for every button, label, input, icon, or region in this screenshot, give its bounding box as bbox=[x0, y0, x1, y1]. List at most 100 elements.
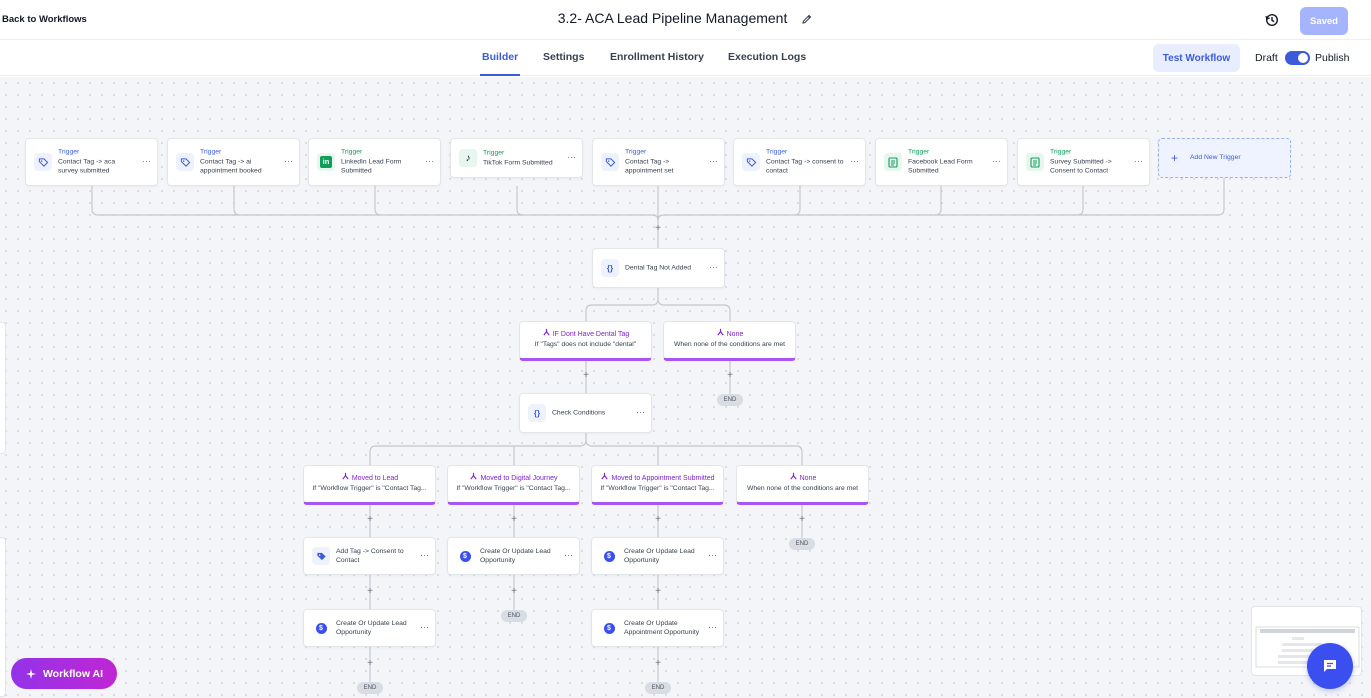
branch-node[interactable]: IF Dont Have Dental Tag If "Tags" does n… bbox=[519, 321, 652, 361]
more-options-icon[interactable]: ··· bbox=[850, 156, 859, 166]
action-label: Create Or Update Appointment Opportunity bbox=[624, 619, 700, 636]
more-options-icon[interactable]: ··· bbox=[142, 156, 151, 166]
left-panel-handle[interactable] bbox=[0, 537, 6, 697]
end-marker: END bbox=[357, 682, 383, 694]
tab-settings[interactable]: Settings bbox=[543, 51, 585, 63]
branch-node[interactable]: Moved to Digital Journey If "Workflow Tr… bbox=[447, 465, 580, 505]
action-node-opportunity[interactable]: $ Create Or Update Lead Opportunity ··· bbox=[447, 537, 580, 575]
dollar-icon: $ bbox=[600, 619, 618, 637]
condition-label: Check Conditions bbox=[552, 409, 606, 417]
tab-enrollment-history[interactable]: Enrollment History bbox=[610, 51, 704, 63]
add-step-plus-icon[interactable]: + bbox=[799, 514, 805, 525]
braces-icon: {} bbox=[528, 404, 546, 422]
branch-node[interactable]: None When none of the conditions are met bbox=[736, 465, 869, 505]
connector-lines bbox=[91, 178, 1225, 682]
workflow-title[interactable]: 3.2- ACA Lead Pipeline Management bbox=[557, 10, 788, 26]
pencil-edit-icon[interactable] bbox=[801, 12, 813, 28]
branch-description: When none of the conditions are met bbox=[673, 341, 786, 348]
trigger-label: LinkedIn Lead Form Submitted bbox=[341, 158, 402, 176]
add-step-plus-icon[interactable]: + bbox=[727, 370, 733, 381]
action-node-opportunity[interactable]: $ Create Or Update Lead Opportunity ··· bbox=[591, 537, 724, 575]
branch-title: Moved to Appointment Submitted bbox=[611, 475, 715, 482]
action-node-add-tag[interactable]: Add Tag -> Consent to Contact ··· bbox=[303, 537, 436, 575]
branch-icon bbox=[716, 328, 724, 336]
more-options-icon[interactable]: ··· bbox=[636, 407, 645, 417]
add-new-trigger-button[interactable]: + Add New Trigger bbox=[1158, 138, 1291, 178]
tag-filled-icon bbox=[312, 547, 330, 565]
more-options-icon[interactable]: ··· bbox=[564, 550, 573, 560]
tag-icon bbox=[742, 153, 760, 171]
trigger-label: Survey Submitted -> Consent to Contact bbox=[1050, 158, 1112, 176]
braces-icon: {} bbox=[601, 259, 619, 277]
trigger-tag: Trigger bbox=[625, 148, 647, 156]
saved-button[interactable]: Saved bbox=[1300, 7, 1348, 35]
add-step-plus-icon[interactable]: + bbox=[511, 586, 517, 597]
more-options-icon[interactable]: ··· bbox=[708, 622, 717, 632]
more-options-icon[interactable]: ··· bbox=[992, 156, 1001, 166]
left-panel-handle[interactable] bbox=[0, 322, 6, 454]
branch-node[interactable]: Moved to Lead If "Workflow Trigger" is "… bbox=[303, 465, 436, 505]
add-step-plus-icon[interactable]: + bbox=[583, 370, 589, 381]
more-options-icon[interactable]: ··· bbox=[709, 262, 718, 272]
end-marker: END bbox=[501, 610, 527, 622]
test-workflow-button[interactable]: Test Workflow bbox=[1153, 44, 1240, 72]
trigger-label: TikTok Form Submitted bbox=[483, 159, 553, 167]
form-icon bbox=[1026, 153, 1044, 171]
add-step-plus-icon[interactable]: + bbox=[655, 658, 661, 669]
sparkle-icon bbox=[25, 668, 36, 679]
add-step-plus-icon[interactable]: + bbox=[511, 514, 517, 525]
publish-toggle[interactable] bbox=[1285, 51, 1310, 65]
condition-node[interactable]: {} Dental Tag Not Added ··· bbox=[592, 248, 725, 288]
add-step-plus-icon[interactable]: + bbox=[367, 586, 373, 597]
more-options-icon[interactable]: ··· bbox=[708, 550, 717, 560]
more-options-icon[interactable]: ··· bbox=[425, 156, 434, 166]
action-node-opportunity[interactable]: $ Create Or Update Appointment Opportuni… bbox=[591, 609, 724, 647]
branch-description: If "Tags" does not include "dental" bbox=[534, 341, 637, 348]
branch-description: If "Workflow Trigger" is "Contact Tag... bbox=[312, 485, 427, 492]
branch-node[interactable]: Moved to Appointment Submitted If "Workf… bbox=[591, 465, 724, 505]
back-to-workflows-link[interactable]: Back to Workflows bbox=[2, 14, 87, 25]
publish-label: Publish bbox=[1315, 52, 1350, 64]
workflow-ai-button[interactable]: Workflow AI bbox=[11, 658, 117, 689]
chat-icon bbox=[1324, 660, 1336, 672]
branch-title: Moved to Lead bbox=[351, 475, 399, 482]
trigger-tag: Trigger bbox=[1050, 148, 1072, 156]
tab-execution-logs[interactable]: Execution Logs bbox=[728, 51, 807, 63]
more-options-icon[interactable]: ··· bbox=[284, 156, 293, 166]
action-node-opportunity[interactable]: $ Create Or Update Lead Opportunity ··· bbox=[303, 609, 436, 647]
more-options-icon[interactable]: ··· bbox=[709, 156, 718, 166]
more-options-icon[interactable]: ··· bbox=[420, 622, 429, 632]
more-options-icon[interactable]: ··· bbox=[1134, 156, 1143, 166]
trigger-label: Contact Tag -> ai appointment booked bbox=[200, 158, 262, 176]
end-marker: END bbox=[717, 394, 743, 406]
condition-node[interactable]: {} Check Conditions ··· bbox=[519, 393, 652, 433]
more-options-icon[interactable]: ··· bbox=[420, 550, 429, 560]
trigger-tag: Trigger bbox=[483, 149, 505, 157]
branch-title: None bbox=[726, 331, 744, 338]
add-step-plus-icon[interactable]: + bbox=[655, 223, 661, 234]
branch-title: None bbox=[799, 475, 817, 482]
chat-button[interactable] bbox=[1307, 643, 1353, 689]
add-step-plus-icon[interactable]: + bbox=[367, 514, 373, 525]
branch-description: If "Workflow Trigger" is "Contact Tag... bbox=[456, 485, 571, 492]
add-step-plus-icon[interactable]: + bbox=[655, 514, 661, 525]
tab-builder[interactable]: Builder bbox=[479, 51, 521, 76]
branch-title: IF Dont Have Dental Tag bbox=[552, 331, 630, 338]
add-step-plus-icon[interactable]: + bbox=[655, 586, 661, 597]
branch-title: Moved to Digital Journey bbox=[480, 475, 558, 482]
add-step-plus-icon[interactable]: + bbox=[367, 658, 373, 669]
branch-icon bbox=[342, 472, 349, 480]
branch-icon bbox=[543, 328, 550, 336]
history-icon[interactable] bbox=[1264, 12, 1280, 33]
more-options-icon[interactable]: ··· bbox=[567, 152, 576, 162]
branch-node[interactable]: None When none of the conditions are met bbox=[663, 321, 796, 361]
